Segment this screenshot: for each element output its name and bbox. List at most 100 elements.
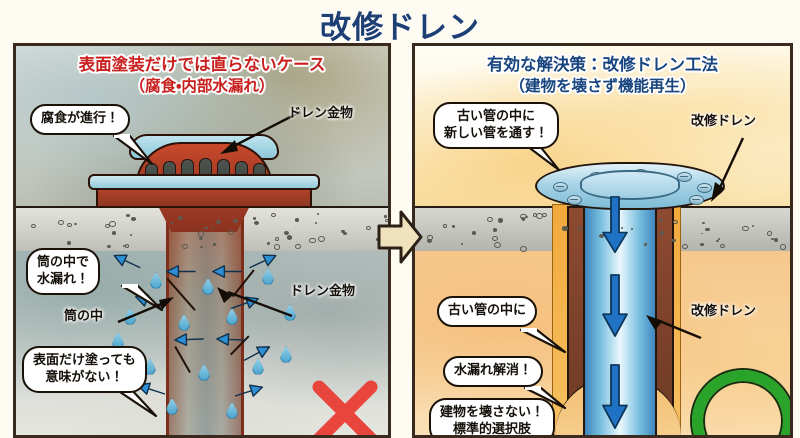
aggregate-speck xyxy=(715,239,720,243)
aggregate-speck xyxy=(213,243,216,246)
right-arrow-icon xyxy=(377,210,423,264)
label-inside-pipe: 筒の中 xyxy=(64,309,104,324)
aggregate-speck xyxy=(644,243,648,246)
aggregate-speck xyxy=(106,244,111,249)
aggregate-speck xyxy=(705,227,710,232)
aggregate-speck xyxy=(105,224,110,229)
aggregate-speck xyxy=(314,222,318,225)
downward-flow-arrow xyxy=(602,274,628,337)
aggregate-speck xyxy=(58,219,65,226)
leader-line-renovation-drain-top xyxy=(711,137,745,202)
aggregate-speck xyxy=(493,228,498,232)
speech-bubble-tail xyxy=(523,386,567,410)
aggregate-speck xyxy=(620,226,624,229)
aggregate-speck xyxy=(271,212,276,217)
new-drain-flange-inner-ring xyxy=(580,170,680,200)
aggregate-speck xyxy=(228,230,234,235)
aggregate-speck xyxy=(658,235,662,238)
flange-bolt xyxy=(553,182,568,192)
aggregate-speck xyxy=(493,241,501,248)
aggregate-speck xyxy=(451,225,456,228)
aggregate-speck xyxy=(535,212,543,219)
speech-bubble-tail xyxy=(519,328,567,354)
aggregate-speck xyxy=(742,225,750,232)
aggregate-speck xyxy=(284,230,290,235)
aggregate-speck xyxy=(384,218,388,223)
leader-line-drain-metal-lower xyxy=(217,287,293,318)
aggregate-speck xyxy=(630,228,633,231)
downward-flow-arrow xyxy=(602,196,628,254)
aggregate-speck xyxy=(252,217,256,221)
aggregate-speck xyxy=(460,243,464,246)
aggregate-speck xyxy=(700,242,704,246)
speech-bubble-tail xyxy=(112,134,154,166)
aggregate-speck xyxy=(673,219,678,224)
aggregate-speck xyxy=(576,226,583,231)
callout-pass-new-pipe-inside-old: 古い管の中に 新しい管を通す！ xyxy=(433,102,560,150)
flange-bolt xyxy=(567,195,582,205)
aggregate-speck xyxy=(770,237,774,241)
aggregate-speck xyxy=(659,230,665,235)
aggregate-speck xyxy=(199,245,203,249)
aggregate-speck xyxy=(181,243,188,250)
callout-surface-paint-useless: 表面だけ塗っても 意味がない！ xyxy=(22,346,147,394)
aggregate-speck xyxy=(178,216,183,221)
aggregate-speck xyxy=(717,237,721,240)
leak-flow-arrow xyxy=(243,346,271,361)
aggregate-speck xyxy=(232,218,238,223)
aggregate-speck xyxy=(492,236,498,242)
aggregate-speck xyxy=(216,220,222,225)
aggregate-speck xyxy=(294,218,300,222)
callout-no-demolition: 建物を壊さない！ 標準的選択肢 xyxy=(429,398,556,435)
label-drain-metal-top: ドレン金物 xyxy=(288,106,354,121)
aggregate-speck xyxy=(681,243,688,249)
leader-line-renovation-drain-lower xyxy=(646,315,702,340)
scene-corroded-drain xyxy=(16,46,388,435)
aggregate-speck xyxy=(486,216,493,223)
aggregate-speck xyxy=(497,218,503,223)
aggregate-speck xyxy=(109,220,116,227)
aggregate-speck xyxy=(295,244,301,250)
aggregate-speck xyxy=(274,244,281,250)
aggregate-speck xyxy=(774,238,779,242)
aggregate-speck xyxy=(66,241,72,246)
aggregate-speck xyxy=(521,218,526,222)
aggregate-speck xyxy=(542,212,547,218)
panel-solution-method: 有効な解決策：改修ドレン工法 （建物を壊さず機能再生） 古い管の中に 新しい管を… xyxy=(412,43,793,438)
aggregate-speck xyxy=(442,224,448,229)
aggregate-speck xyxy=(519,245,527,252)
aggregate-speck xyxy=(199,237,203,241)
flange-bolt xyxy=(689,195,704,205)
aggregate-speck xyxy=(318,236,326,243)
leak-flow-arrow xyxy=(212,265,242,278)
label-renovation-drain-lower: 改修ドレン xyxy=(691,304,757,319)
page-title: 改修ドレン xyxy=(320,10,480,46)
aggregate-speck xyxy=(197,230,205,237)
aggregate-speck xyxy=(779,244,787,250)
aggregate-speck xyxy=(720,243,726,249)
aggregate-speck xyxy=(123,245,126,247)
aggregate-speck xyxy=(66,223,72,228)
label-drain-metal-lower: ドレン金物 xyxy=(290,284,356,299)
aggregate-speck xyxy=(383,215,387,218)
aggregate-speck xyxy=(525,215,529,219)
leak-flow-arrow xyxy=(216,332,246,346)
aggregate-speck xyxy=(124,244,130,249)
aggregate-speck xyxy=(671,238,676,243)
aggregate-speck xyxy=(766,231,772,236)
leak-flow-arrow xyxy=(234,384,264,397)
aggregate-speck xyxy=(266,242,271,245)
aggregate-speck xyxy=(211,226,215,229)
leak-flow-arrow xyxy=(166,265,196,278)
aggregate-speck xyxy=(521,216,525,220)
aggregate-speck xyxy=(472,231,477,235)
aggregate-speck xyxy=(751,225,755,228)
aggregate-speck xyxy=(126,214,131,218)
flange-bolt xyxy=(677,172,692,182)
callout-inside-old-pipe: 古い管の中に xyxy=(437,296,538,327)
aggregate-speck xyxy=(253,221,259,226)
panel-problem-case: 表面塗装だけでは直らないケース （腐食・内部水漏れ） 腐食が進行！ 筒の中で 水… xyxy=(13,43,391,438)
aggregate-speck xyxy=(170,221,173,224)
aggregate-speck xyxy=(31,224,37,229)
